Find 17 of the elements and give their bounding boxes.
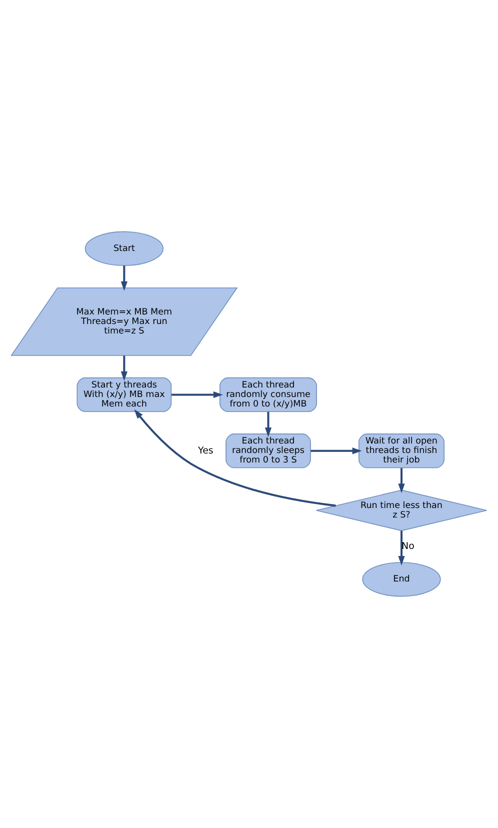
arrow [171,391,223,398]
arrow [398,530,405,566]
node-box: Each thread randomly sleeps from 0 to 3 S [226,434,311,468]
edge-label: No [402,541,414,552]
arrow [120,266,128,291]
arrow [398,468,405,494]
node-box: Wait for all open threads to finish their job [358,434,445,468]
arrow [264,412,272,438]
arrow [310,448,362,454]
arrow [120,356,128,381]
node-box: Each thread randomly consume from 0 to (x/y)MB [219,377,318,412]
node-ellipse: End [362,562,441,597]
node-diamond: Run time less than z S? [316,490,488,532]
edge-label: Yes [198,445,214,456]
arrow [134,409,336,507]
node-ellipse: Start [84,231,164,266]
node-box: Start y threads With (x/y) MB max Mem each [76,377,172,412]
